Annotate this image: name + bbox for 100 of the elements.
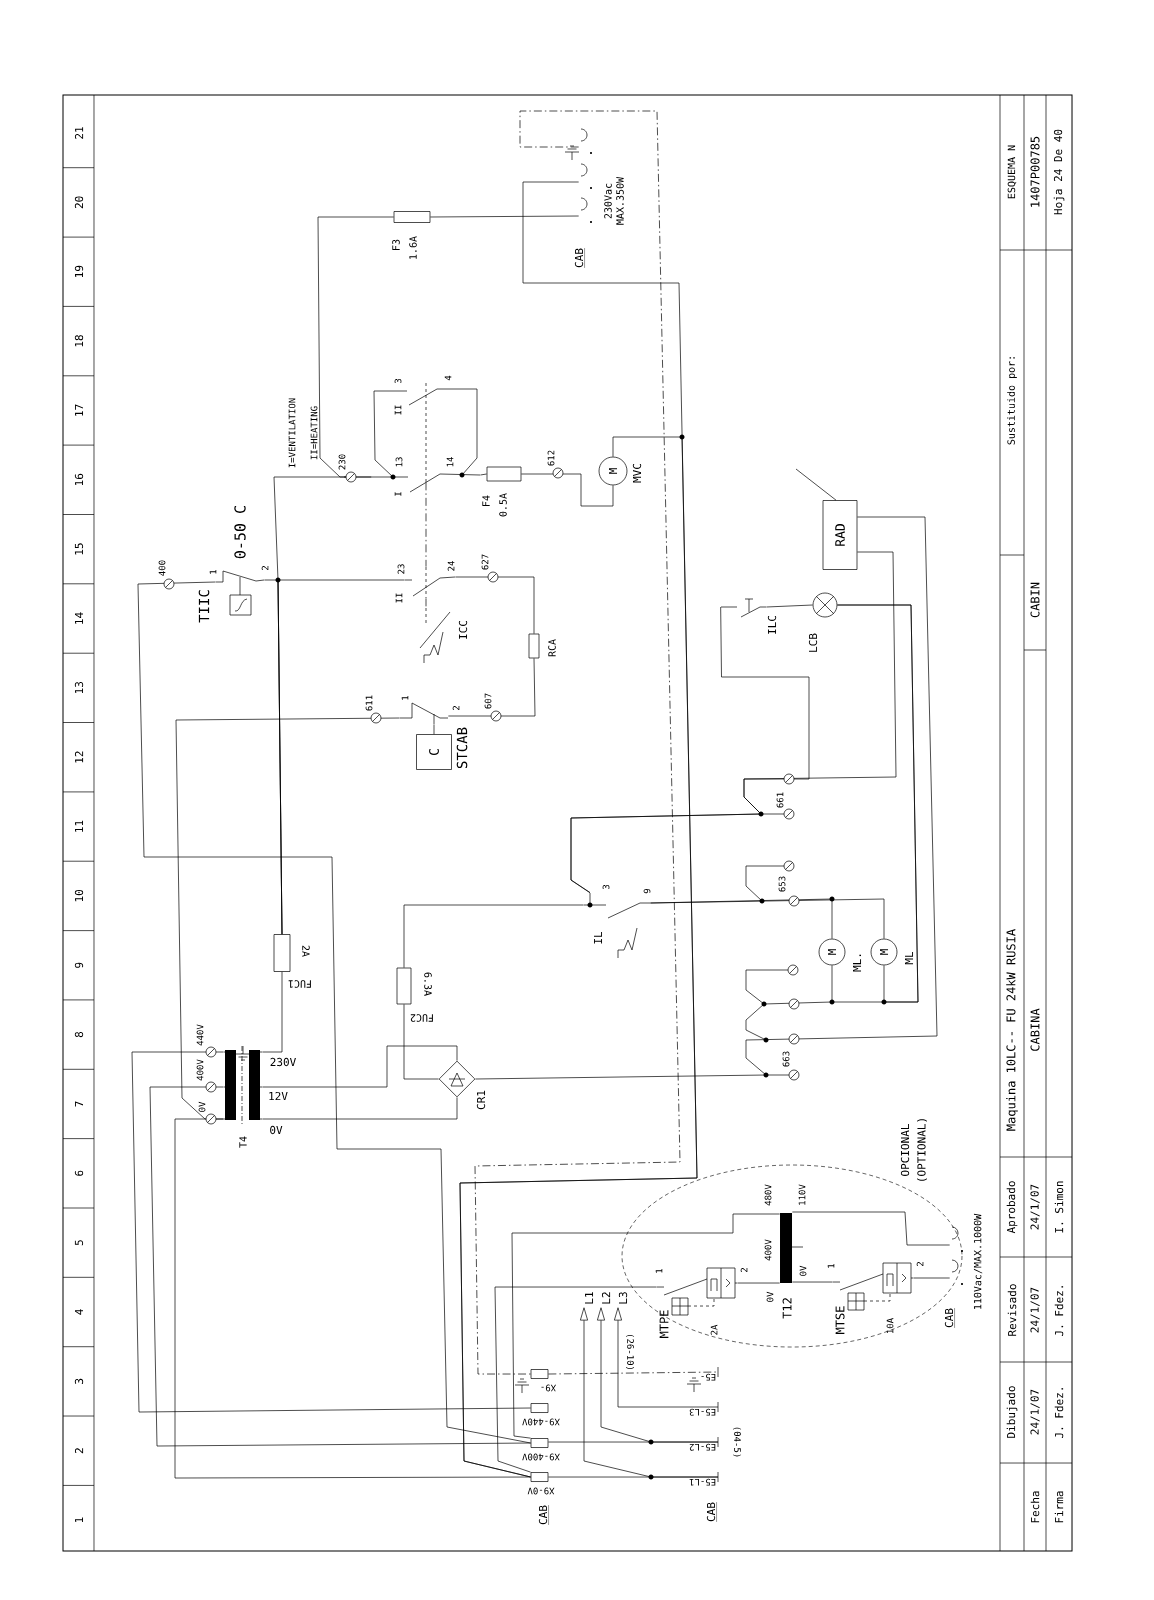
component-label: 0.5A — [499, 493, 507, 517]
component-label: X9- — [541, 1384, 557, 1392]
terminal-number: 611 — [365, 695, 373, 711]
table-header: Firma — [1054, 1491, 1064, 1523]
wire — [433, 724, 435, 735]
wire — [459, 436, 698, 1478]
wire — [262, 971, 283, 1053]
wire — [475, 516, 938, 1080]
voltage-label: 110V — [798, 1184, 806, 1205]
switch-position: I — [394, 492, 402, 496]
table-cell: I. Simon — [1054, 1181, 1064, 1233]
component-label: ML. — [853, 954, 861, 972]
column-number: 17 — [75, 404, 83, 416]
reference-label: (04-5) — [733, 1427, 742, 1457]
connector-label: CAB — [944, 1307, 955, 1329]
wire — [403, 904, 584, 968]
component-label: 1.6A — [409, 236, 417, 259]
wire — [792, 1211, 950, 1246]
wire — [792, 1281, 833, 1283]
switch-position: II — [394, 405, 402, 415]
contact-number: 1 — [655, 1268, 663, 1273]
terminal-label: E5-L3 — [689, 1401, 719, 1416]
switch-symbol — [371, 382, 481, 493]
note-text: I=VENTILATION — [288, 398, 296, 468]
terminal-label: E5-L2 — [689, 1436, 719, 1451]
voltage-label: 0V — [198, 1101, 206, 1112]
component-label: STCAB — [456, 727, 468, 769]
terminal-number: 607 — [484, 693, 492, 709]
component-label: 6.3A — [424, 972, 432, 996]
wire — [570, 606, 810, 893]
component-label: 2A — [710, 1324, 718, 1335]
terminal-number: 400 — [158, 560, 166, 576]
voltage-label: 440V — [196, 1024, 204, 1046]
component-label: IL — [594, 931, 602, 944]
terminal-number: 230 — [338, 454, 346, 470]
component-label: TIIC — [198, 590, 210, 623]
radiator-box: RAD — [822, 500, 858, 570]
wire — [175, 717, 400, 1120]
switch-position: II — [395, 593, 403, 603]
wire — [317, 216, 394, 478]
dashed-line — [474, 110, 681, 1375]
title-block-text: Sustituido por: — [1007, 357, 1017, 445]
contact-number: 13 — [395, 457, 403, 467]
wire — [277, 579, 405, 935]
column-number: 20 — [74, 196, 84, 209]
component-label: X9-440V — [522, 1418, 560, 1426]
arrow — [580, 1307, 719, 1478]
column-number: 6 — [74, 1170, 84, 1176]
table-cell: 24/1/07 — [1030, 1287, 1040, 1333]
contact-number: 9 — [643, 888, 651, 894]
contact-number: 14 — [446, 457, 454, 467]
component-label: F4 — [482, 495, 490, 506]
table-header: Dibujado — [1006, 1386, 1018, 1438]
table-header: Fecha — [1030, 1491, 1040, 1523]
wire — [480, 473, 487, 476]
table-cell: J. Fdez. — [1054, 1286, 1064, 1336]
terminal-number: 663 — [782, 1051, 790, 1067]
table-cell: 24/1/07 — [1030, 1184, 1040, 1230]
component-label: F3 — [392, 239, 400, 250]
coil-box: C — [416, 734, 452, 770]
dashed-line — [425, 598, 427, 609]
component-label: X9-400V — [522, 1453, 560, 1461]
component-label: 2A — [302, 945, 310, 957]
component-label: X9-0V — [527, 1487, 555, 1495]
rating-label: 110Vac/MAX.1000W — [973, 1213, 983, 1309]
wire — [795, 468, 837, 501]
column-number: 12 — [74, 751, 84, 763]
title-block-text: Hoja 24 De 40 — [1053, 129, 1065, 215]
component-label: RCA — [548, 639, 556, 657]
title-block-text: CABINA — [1030, 1008, 1040, 1051]
component-label: T12 — [782, 1298, 792, 1319]
table-header: Revisado — [1007, 1284, 1017, 1336]
terminal-number: 627 — [481, 554, 489, 570]
title-block-text: Maquina 10LC-- FU 24kW RUSIA — [1006, 929, 1018, 1131]
column-number: 15 — [74, 543, 84, 555]
column-number: 18 — [74, 335, 84, 347]
contact-number: 2 — [261, 566, 269, 571]
connector-label: CAB — [538, 1504, 549, 1526]
voltage-label: 480V — [764, 1184, 772, 1206]
column-number: 2 — [74, 1448, 84, 1454]
voltage-label: 0V — [766, 1291, 774, 1302]
wire — [455, 576, 535, 634]
column-number: 11 — [75, 820, 83, 832]
contact-number: 2 — [916, 1262, 924, 1267]
arrow-label: L3 — [618, 1292, 628, 1304]
voltage-label: 0V — [270, 1125, 283, 1135]
column-number: 7 — [75, 1101, 83, 1107]
contact-number: 2 — [452, 706, 460, 711]
contact-number: 23 — [397, 564, 405, 574]
reference-label: (26-10) — [626, 1334, 634, 1370]
column-number: 5 — [74, 1240, 84, 1246]
arrow — [614, 1307, 719, 1408]
socket-symbol — [951, 1259, 963, 1285]
component-label: ICC — [458, 620, 468, 639]
wire — [511, 1213, 780, 1439]
wire — [494, 1286, 657, 1473]
wire — [403, 1004, 439, 1080]
arrow-label: L1 — [585, 1292, 593, 1304]
table-cell: J. Fdez. — [1054, 1388, 1064, 1438]
column-number: 19 — [74, 265, 84, 277]
